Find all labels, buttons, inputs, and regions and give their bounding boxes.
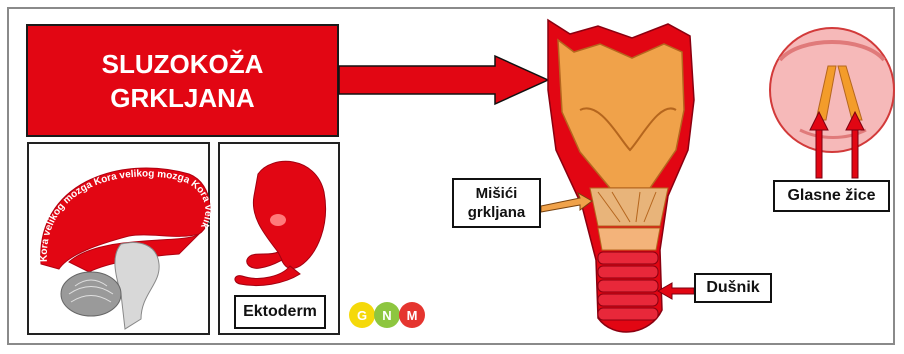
- vocal-cords-label: Glasne žice: [773, 180, 890, 212]
- vocal-cords-text: Glasne žice: [787, 187, 875, 205]
